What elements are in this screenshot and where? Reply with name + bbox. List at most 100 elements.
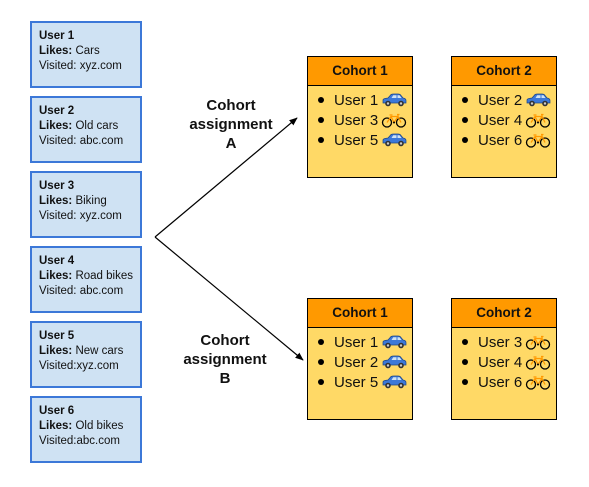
cohort-title: Cohort 1 xyxy=(308,299,412,328)
user-card-2: User 2 Likes: Old cars Visited: abc.com xyxy=(30,96,142,163)
likes-value: New cars xyxy=(75,345,124,357)
cohort-title: Cohort 2 xyxy=(452,299,556,328)
bike-icon xyxy=(381,112,407,128)
bullet-icon xyxy=(318,339,324,345)
assignment-a-label: Cohort assignment A xyxy=(171,96,291,153)
bullet-icon xyxy=(318,137,324,143)
assignment-a-cohort-1: Cohort 1 User 1 User 3 User 5 xyxy=(307,56,413,178)
likes-value: Road bikes xyxy=(75,270,133,282)
user-name: User 5 xyxy=(39,330,75,342)
member-name: User 1 xyxy=(334,91,379,109)
car-icon xyxy=(381,92,407,108)
arrow-to-assignment-b xyxy=(154,236,304,361)
assignment-label-line: B xyxy=(219,370,231,387)
user-name: User 3 xyxy=(39,180,75,192)
bike-icon xyxy=(525,374,551,390)
user-name: User 2 xyxy=(39,105,75,117)
visited-value: Visited: xyz.com xyxy=(39,60,122,72)
assignment-b-cohort-1: Cohort 1 User 1 User 2 User 5 xyxy=(307,298,413,420)
visited-value: Visited: abc.com xyxy=(39,135,124,147)
user-card-4: User 4 Likes: Road bikes Visited: abc.co… xyxy=(30,246,142,313)
cohort-member: User 6 xyxy=(460,130,556,150)
bike-icon xyxy=(525,354,551,370)
car-icon xyxy=(381,132,407,148)
likes-value: Cars xyxy=(75,45,100,57)
member-name: User 4 xyxy=(478,111,523,129)
bullet-icon xyxy=(462,137,468,143)
member-name: User 5 xyxy=(334,373,379,391)
user-name: User 6 xyxy=(39,405,75,417)
visited-value: Visited: xyz.com xyxy=(39,210,122,222)
arrow-to-assignment-a xyxy=(154,117,298,238)
visited-value: Visited: abc.com xyxy=(39,285,124,297)
car-icon xyxy=(381,374,407,390)
cohort-member: User 1 xyxy=(316,332,412,352)
cohort-member: User 4 xyxy=(460,352,556,372)
cohort-member: User 3 xyxy=(460,332,556,352)
bullet-icon xyxy=(318,117,324,123)
likes-value: Biking xyxy=(75,195,107,207)
bike-icon xyxy=(525,334,551,350)
car-icon xyxy=(525,92,551,108)
user-card-5: User 5 Likes: New cars Visited:xyz.com xyxy=(30,321,142,388)
assignment-label-line: Cohort xyxy=(200,332,250,349)
member-name: User 1 xyxy=(334,333,379,351)
member-name: User 2 xyxy=(334,353,379,371)
assignment-label-line: assignment xyxy=(189,116,273,133)
bullet-icon xyxy=(462,359,468,365)
cohort-member-list: User 2 User 4 User 6 xyxy=(452,86,556,150)
cohort-title: Cohort 1 xyxy=(308,57,412,86)
member-name: User 5 xyxy=(334,131,379,149)
cohort-member: User 5 xyxy=(316,130,412,150)
assignment-b-label: Cohort assignment B xyxy=(165,331,285,388)
visited-value: Visited:xyz.com xyxy=(39,360,119,372)
likes-value: Old bikes xyxy=(75,420,124,432)
bullet-icon xyxy=(462,379,468,385)
cohort-member-list: User 1 User 3 User 5 xyxy=(308,86,412,150)
assignment-label-line: assignment xyxy=(183,351,267,368)
cohort-member: User 4 xyxy=(460,110,556,130)
assignment-a-cohort-2: Cohort 2 User 2 User 4 User 6 xyxy=(451,56,557,178)
user-name: User 4 xyxy=(39,255,75,267)
member-name: User 3 xyxy=(334,111,379,129)
assignment-label-line: A xyxy=(225,135,237,152)
user-card-3: User 3 Likes: Biking Visited: xyz.com xyxy=(30,171,142,238)
bullet-icon xyxy=(462,117,468,123)
cohort-member-list: User 1 User 2 User 5 xyxy=(308,328,412,392)
likes-label: Likes: xyxy=(39,195,73,207)
cohort-member: User 1 xyxy=(316,90,412,110)
likes-label: Likes: xyxy=(39,345,73,357)
car-icon xyxy=(381,334,407,350)
cohort-title: Cohort 2 xyxy=(452,57,556,86)
car-icon xyxy=(381,354,407,370)
assignment-label-line: Cohort xyxy=(206,97,256,114)
cohort-member: User 2 xyxy=(460,90,556,110)
bullet-icon xyxy=(318,359,324,365)
bike-icon xyxy=(525,112,551,128)
visited-value: Visited:abc.com xyxy=(39,435,120,447)
likes-label: Likes: xyxy=(39,45,73,57)
user-card-6: User 6 Likes: Old bikes Visited:abc.com xyxy=(30,396,142,463)
likes-label: Likes: xyxy=(39,270,73,282)
likes-value: Old cars xyxy=(75,120,119,132)
bullet-icon xyxy=(318,379,324,385)
cohort-member: User 3 xyxy=(316,110,412,130)
user-name: User 1 xyxy=(39,30,75,42)
bullet-icon xyxy=(462,339,468,345)
member-name: User 4 xyxy=(478,353,523,371)
user-card-1: User 1 Likes: Cars Visited: xyz.com xyxy=(30,21,142,88)
bike-icon xyxy=(525,132,551,148)
member-name: User 6 xyxy=(478,131,523,149)
cohort-member: User 6 xyxy=(460,372,556,392)
likes-label: Likes: xyxy=(39,120,73,132)
cohort-member: User 2 xyxy=(316,352,412,372)
bullet-icon xyxy=(318,97,324,103)
cohort-member: User 5 xyxy=(316,372,412,392)
member-name: User 2 xyxy=(478,91,523,109)
likes-label: Likes: xyxy=(39,420,73,432)
bullet-icon xyxy=(462,97,468,103)
member-name: User 6 xyxy=(478,373,523,391)
